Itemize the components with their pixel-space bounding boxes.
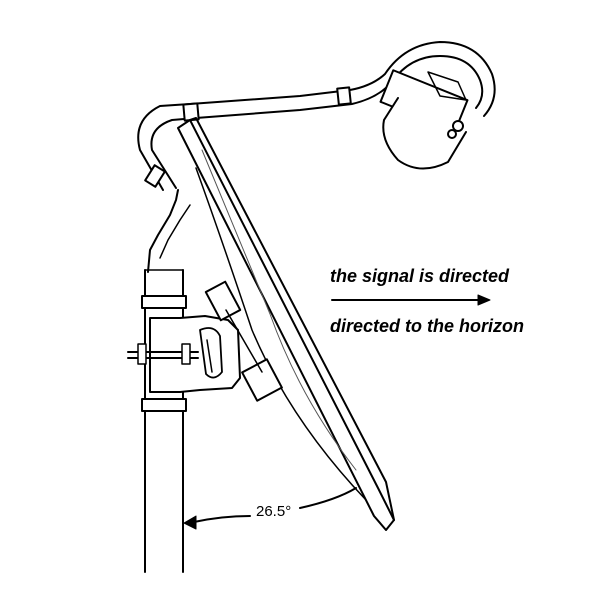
dish-back-clamp bbox=[204, 280, 283, 402]
mast-pole bbox=[144, 269, 184, 573]
dish-reflector bbox=[177, 117, 395, 531]
dish-strut bbox=[147, 189, 191, 273]
pole-clamp-lower bbox=[141, 398, 187, 412]
arrow-right-icon bbox=[331, 294, 491, 306]
signal-direction-label: the signal is directed bbox=[330, 266, 510, 286]
pole-clamp-upper bbox=[141, 295, 187, 309]
lnb-feed bbox=[379, 69, 469, 170]
horizon-direction-label: directed to the horizon bbox=[330, 316, 525, 336]
elevation-angle-label: 26.5° bbox=[256, 503, 292, 520]
feed-arm bbox=[137, 41, 496, 191]
mounting-bracket bbox=[127, 315, 241, 393]
arrow-left-icon bbox=[183, 487, 357, 530]
